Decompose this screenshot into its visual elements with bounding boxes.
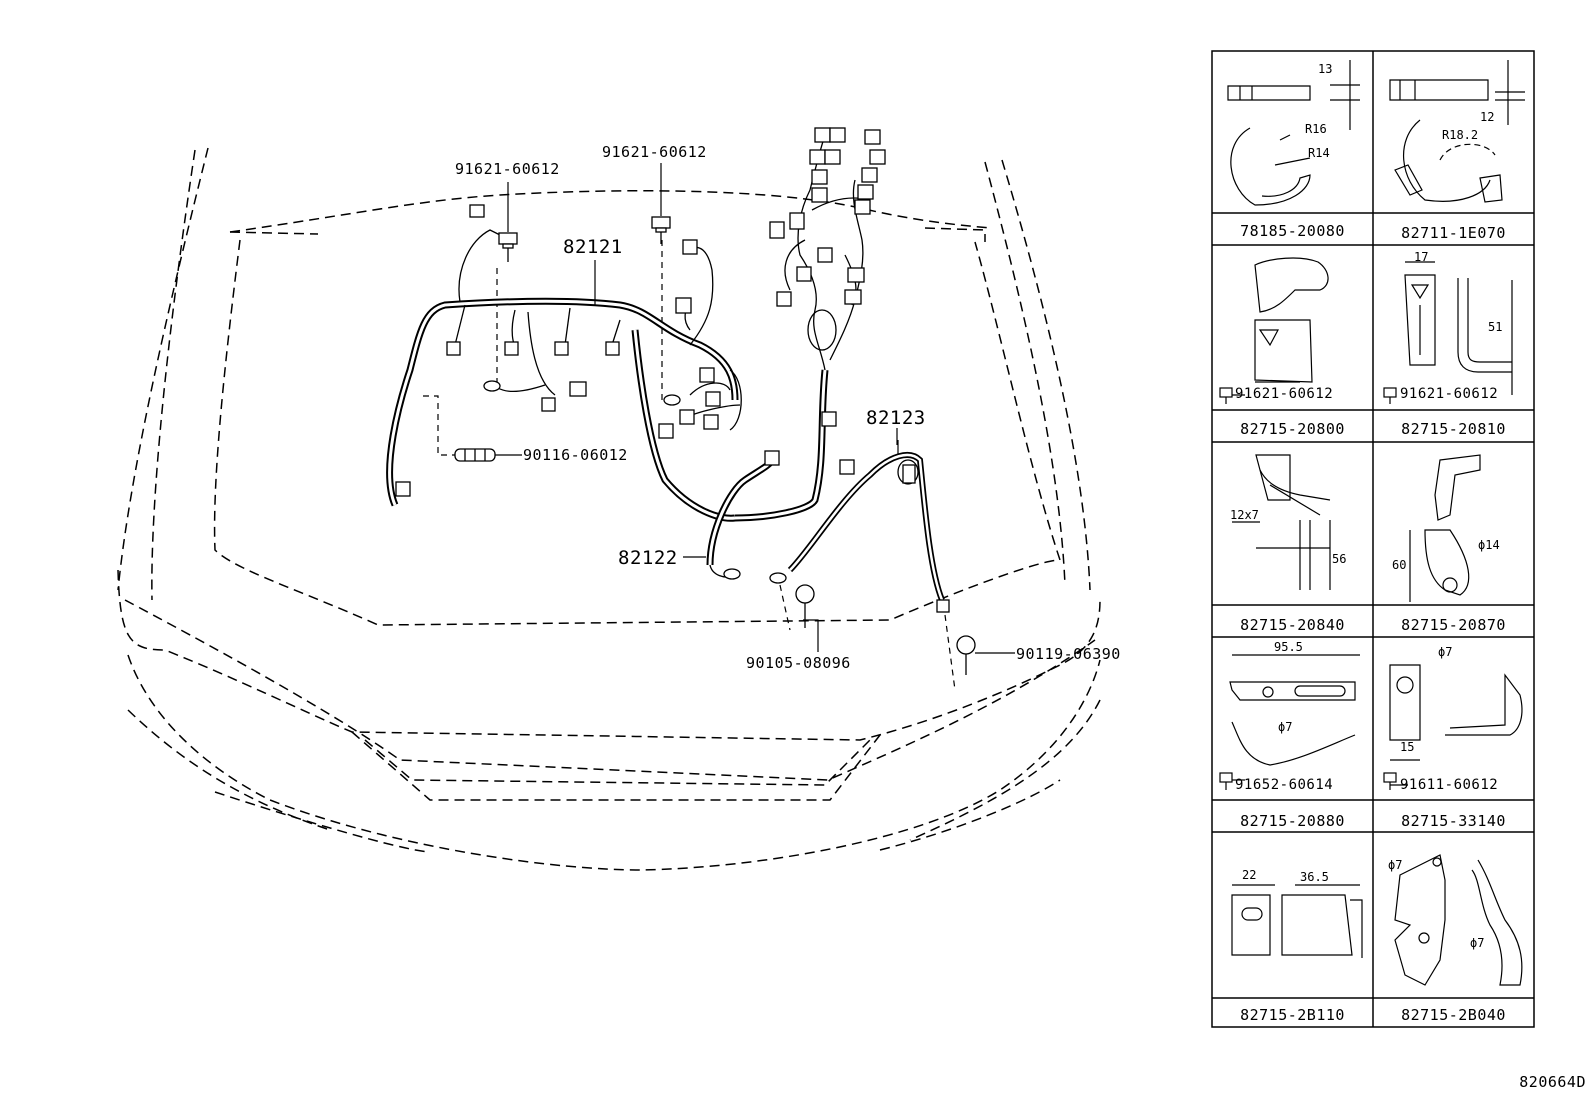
dimension-label: ϕ7 [1470,936,1485,950]
table-bolt-label: 91652-60614 [1235,777,1334,793]
dimension-label: 12 [1480,110,1495,124]
table-caption: 82711-1E070 [1401,224,1506,242]
dimension-label: 51 [1488,320,1503,334]
dimension-label: 22 [1242,868,1257,882]
label-harness-82121: 82121 [563,236,623,258]
vehicle-outline [117,147,1101,871]
table-caption: 82715-2B040 [1401,1006,1506,1024]
table-bolt-label: 91621-60612 [1400,386,1499,402]
table-caption: 78185-20080 [1240,222,1345,240]
dimension-label: ϕ7 [1278,720,1293,734]
label-harness-82122: 82122 [618,547,678,569]
dimension-label: 12x7 [1230,508,1259,522]
dimension-label: 56 [1332,552,1347,566]
label-leaders [495,163,1015,654]
table-caption: 82715-20800 [1240,420,1345,438]
dimension-label: 60 [1392,558,1407,572]
table-sketches [1227,60,1525,986]
dimension-label: ϕ7 [1438,645,1453,659]
label-bolt-left: 91621-60612 [455,160,560,178]
dimension-label: R18.2 [1442,128,1479,142]
table-caption: 82715-2B110 [1240,1006,1345,1024]
table-bolt-icons [1219,387,1397,790]
dimension-label: ϕ14 [1478,538,1500,552]
dimension-label: 17 [1414,250,1429,264]
table-bolt-label: 91621-60612 [1235,386,1334,402]
dimension-label: R14 [1308,146,1330,160]
label-harness-82123: 82123 [866,407,926,429]
dimension-label: 36.5 [1300,870,1329,884]
connectors [395,127,950,613]
dimension-label: ϕ7 [1388,858,1403,872]
parts-table-grid [1211,50,1535,1028]
table-bolt-label: 91611-60612 [1400,777,1499,793]
label-bolt-center: 91621-60612 [602,143,707,161]
dimension-label: 95.5 [1274,640,1303,654]
harness-82121 [386,229,742,522]
label-bolt-90119: 90119-06390 [1016,645,1121,663]
table-caption: 82715-20880 [1240,812,1345,830]
diagram-code: 820664D [1519,1073,1586,1091]
engine-bundle [784,134,919,485]
table-caption: 82715-20840 [1240,616,1345,634]
label-clamp-90116: 90116-06012 [523,446,628,464]
label-bolt-90105: 90105-08096 [746,654,851,672]
dimension-label: 13 [1318,62,1333,76]
table-caption: 82715-20810 [1401,420,1506,438]
table-caption: 82715-20870 [1401,616,1506,634]
fasteners [454,216,976,675]
dimension-label: R16 [1305,122,1327,136]
harness-82123 [787,440,945,602]
table-caption: 82715-33140 [1401,812,1506,830]
dimension-label: 15 [1400,740,1415,754]
